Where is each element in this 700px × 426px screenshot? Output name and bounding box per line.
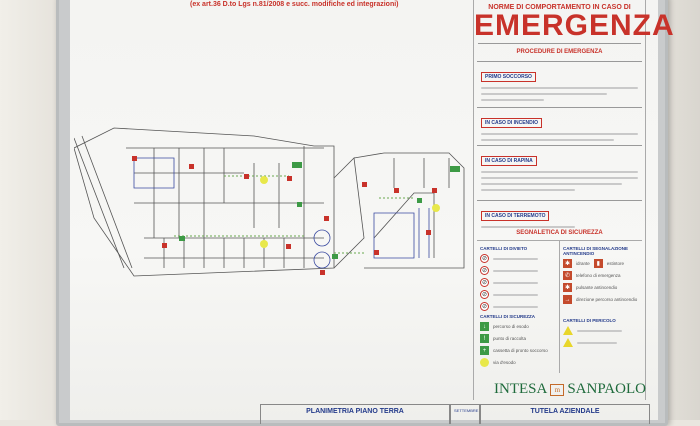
legend-text: pulsante antincendio: [576, 285, 618, 290]
text-line: [481, 93, 607, 95]
legend-text: punto di raccolta: [493, 336, 527, 341]
procedures-title: PROCEDURE DI EMERGENZA: [478, 43, 641, 55]
text-line: [481, 87, 638, 89]
electric-hazard-icon: [563, 326, 573, 335]
emergency-procedures-panel: NORME DI COMPORTAMENTO IN CASO DI EMERGE…: [473, 0, 675, 400]
legend-text: idrante: [576, 261, 590, 266]
legend-item: ✆ telefono di emergenza: [563, 271, 639, 280]
no-entry-icon: ⊘: [480, 278, 489, 287]
legend-text: via d'esodo: [493, 360, 516, 365]
panel-title: EMERGENZA: [474, 9, 675, 42]
legend-column-right: CARTELLI DI SEGNALAZIONE ANTINCENDIO ✱ id…: [559, 241, 642, 373]
no-lift-icon: ⊘: [480, 290, 489, 299]
department-title: TUTELA AZIENDALE: [480, 404, 650, 424]
legend-item: ✱ pulsante antincendio: [563, 283, 639, 292]
legend-item: ⊘: [480, 254, 556, 263]
legend-item: ⊘: [480, 278, 556, 287]
section-label: IN CASO DI TERREMOTO: [481, 211, 550, 221]
alarm-button-icon: ✱: [563, 283, 572, 292]
section-fire: IN CASO DI INCENDIO: [477, 107, 642, 145]
text-line: [493, 293, 538, 296]
signage-legend: CARTELLI DI DIVIETO ⊘ ⊘ ⊘ ⊘ ⊘ CARTELLI D…: [477, 240, 642, 373]
legend-text: direzione percorso antincendio: [576, 297, 638, 302]
legend-item: ⊘: [480, 266, 556, 275]
safety-title: CARTELLI DI SICUREZZA: [480, 314, 535, 319]
legend-item: + cassetta di pronto soccorso: [480, 346, 556, 355]
legend-item: ! punto di raccolta: [480, 334, 556, 343]
danger-title: CARTELLI DI PERICOLO: [563, 318, 616, 323]
flammable-hazard-icon: [563, 338, 573, 347]
panel-kicker: NORME DI COMPORTAMENTO IN CASO DI: [488, 4, 631, 11]
section-earthquake: IN CASO DI TERREMOTO: [477, 200, 642, 228]
text-line: [577, 341, 617, 344]
legend-item: via d'esodo: [480, 358, 556, 367]
you-are-here-icon: [480, 358, 489, 367]
text-line: [481, 183, 623, 185]
extinguisher-icon: ▮: [593, 259, 603, 268]
plan-title: PLANIMETRIA PIANO TERRA: [260, 404, 450, 424]
no-access-icon: ⊘: [480, 302, 489, 311]
plan-date: SETTEMBRE: [450, 404, 480, 424]
arrow-right-icon: →: [563, 295, 572, 304]
no-smoking-icon: ⊘: [480, 254, 489, 263]
prohibition-title: CARTELLI DI DIVIETO: [480, 246, 528, 251]
legend-item: ⊘: [480, 302, 556, 311]
intesa-sanpaolo-logo: INTESA m SANPAOLO: [494, 381, 646, 398]
legend-text: cassetta di pronto soccorso: [493, 348, 548, 353]
section-label: IN CASO DI INCENDIO: [481, 118, 543, 128]
text-line: [493, 269, 538, 272]
legal-reference: (ex art.36 D.to Lgs n.81/2008 e succ. mo…: [190, 1, 399, 8]
exit-icon: ↓: [480, 322, 489, 331]
text-line: [481, 139, 615, 141]
legend-item: ✱ idrante▮estintore: [563, 259, 639, 268]
legend-text: estintore: [606, 261, 625, 266]
section-first-aid: PRIMO SOCCORSO: [477, 61, 642, 107]
text-line: [481, 226, 576, 228]
legend-item: ↓ percorso di esodo: [480, 322, 556, 331]
logo-right: SANPAOLO: [567, 381, 646, 397]
logo-mark-icon: m: [550, 383, 565, 396]
logo-left: INTESA: [494, 381, 548, 397]
phone-icon: ✆: [563, 271, 572, 280]
legend-item: [563, 326, 639, 335]
text-line: [481, 133, 638, 135]
text-line: [481, 171, 638, 173]
legend-text: percorso di esodo: [493, 324, 529, 329]
section-label: PRIMO SOCCORSO: [481, 72, 536, 82]
text-line: [481, 99, 544, 101]
text-line: [577, 329, 622, 332]
fire-signs-title: CARTELLI DI SEGNALAZIONE ANTINCENDIO: [563, 246, 628, 256]
legend-text: telefono di emergenza: [576, 273, 621, 278]
assembly-point-icon: !: [480, 334, 489, 343]
section-robbery: IN CASO DI RAPINA: [477, 145, 642, 200]
legend-item: → direzione percorso antincendio: [563, 295, 639, 304]
no-water-icon: ⊘: [480, 266, 489, 275]
first-aid-icon: +: [480, 346, 489, 355]
hydrant-icon: ✱: [563, 259, 572, 268]
section-label: IN CASO DI RAPINA: [481, 156, 537, 166]
legend-column-left: CARTELLI DI DIVIETO ⊘ ⊘ ⊘ ⊘ ⊘ CARTELLI D…: [477, 241, 559, 373]
legend-item: ⊘: [480, 290, 556, 299]
text-line: [493, 281, 538, 284]
floor-plan: [74, 127, 465, 277]
text-line: [481, 177, 638, 179]
text-line: [493, 305, 538, 308]
text-line: [493, 257, 538, 260]
evacuation-poster: (ex art.36 D.to Lgs n.81/2008 e succ. mo…: [70, 0, 675, 424]
signage-title: SEGNALETICA DI SICUREZZA: [516, 230, 603, 236]
text-line: [481, 189, 576, 191]
legend-item: [563, 338, 639, 347]
